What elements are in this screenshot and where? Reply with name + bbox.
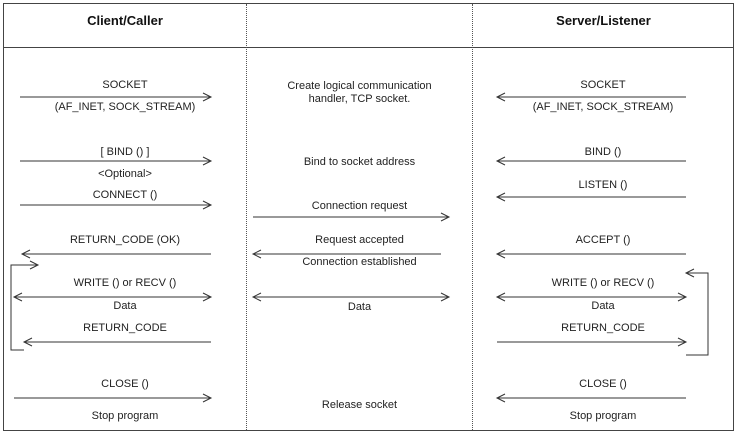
server-close-label: CLOSE ()	[579, 378, 627, 390]
client-write-recv-arrow	[12, 292, 213, 302]
server-loop-bracket	[684, 268, 709, 356]
header-divider	[4, 47, 733, 48]
server-column-header: Server/Listener	[556, 13, 651, 28]
client-write-recv-label: WRITE () or RECV ()	[73, 277, 177, 289]
client-close-arrow	[14, 393, 213, 403]
server-return-code-label: RETURN_CODE	[561, 322, 645, 334]
server-data-label: Data	[591, 300, 615, 312]
middle-create-line1: Create logical communication	[287, 80, 432, 92]
server-accept-arrow	[495, 249, 686, 259]
connection-request-arrow	[253, 212, 451, 222]
middle-bind-address: Bind to socket address	[303, 156, 416, 168]
middle-data-label: Data	[347, 301, 372, 313]
client-close-label: CLOSE ()	[101, 378, 149, 390]
server-accept-label: ACCEPT ()	[575, 234, 631, 246]
middle-data-arrow	[251, 292, 451, 302]
middle-request-accepted: Request accepted	[315, 234, 404, 246]
client-socket-label: SOCKET	[102, 79, 148, 91]
client-socket-args: (AF_INET, SOCK_STREAM)	[54, 101, 196, 113]
client-column-header: Client/Caller	[87, 13, 163, 28]
client-return-ok-arrow	[20, 249, 211, 259]
request-accepted-arrow	[251, 249, 441, 259]
client-data-label: Data	[113, 300, 137, 312]
client-connect-label: CONNECT ()	[92, 189, 158, 201]
column-divider-right	[472, 4, 473, 430]
client-bind-optional: <Optional>	[98, 168, 152, 180]
server-listen-label: LISTEN ()	[578, 179, 628, 191]
middle-connection-established: Connection established	[302, 256, 417, 268]
middle-release-socket: Release socket	[321, 399, 398, 411]
column-divider-left	[246, 4, 247, 430]
server-bind-label: BIND ()	[584, 146, 622, 158]
server-bind-arrow	[495, 156, 686, 166]
server-socket-label: SOCKET	[580, 79, 626, 91]
client-socket-arrow	[20, 92, 213, 102]
client-stop-label: Stop program	[91, 410, 159, 422]
client-connect-arrow	[20, 200, 213, 210]
diagram-frame	[3, 3, 734, 431]
client-return-code-label: RETURN_CODE	[83, 322, 167, 334]
server-socket-args: (AF_INET, SOCK_STREAM)	[532, 101, 674, 113]
server-write-recv-arrow	[495, 292, 688, 302]
server-listen-arrow	[495, 192, 686, 202]
client-loop-bracket	[10, 260, 40, 351]
server-stop-label: Stop program	[569, 410, 637, 422]
server-write-recv-label: WRITE () or RECV ()	[551, 277, 655, 289]
server-return-code-arrow	[497, 337, 688, 347]
middle-create-line2: handler, TCP socket.	[308, 93, 411, 105]
middle-connection-request: Connection request	[311, 200, 408, 212]
client-return-ok-label: RETURN_CODE (OK)	[69, 234, 180, 246]
server-close-arrow	[495, 393, 686, 403]
server-socket-arrow	[495, 92, 686, 102]
client-bind-label: [ BIND () ]	[100, 146, 150, 158]
client-bind-arrow	[20, 156, 213, 166]
client-return-code-arrow	[22, 337, 211, 347]
